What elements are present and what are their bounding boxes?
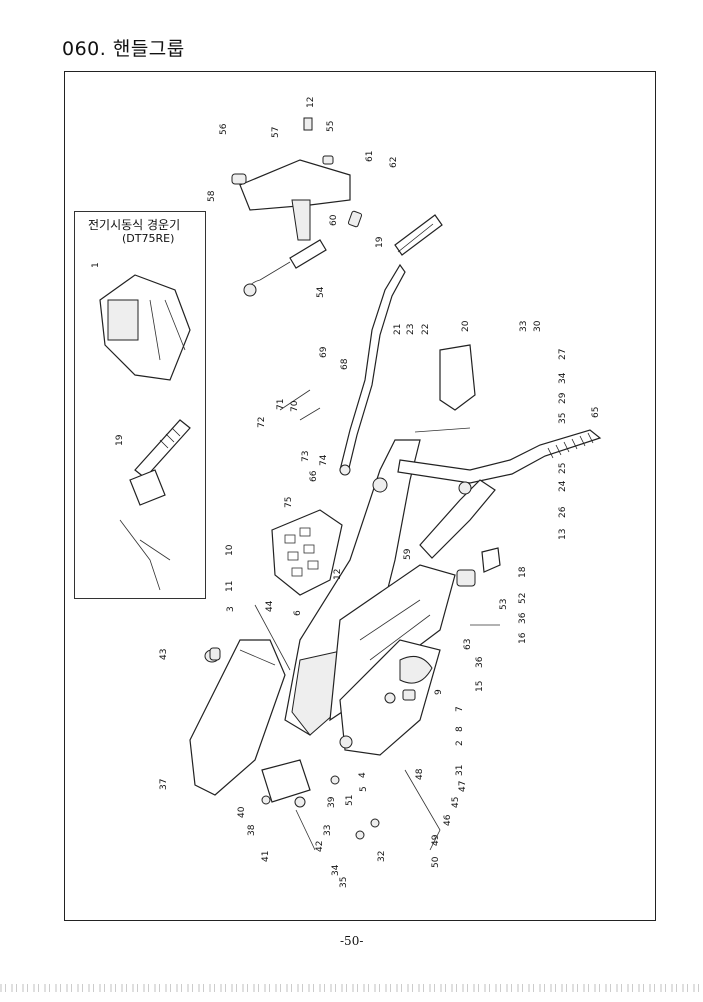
callout-label: 29 [558,392,568,404]
handle-frame-drawing [284,439,456,756]
callout-label: 66 [309,470,319,482]
callout-label: 42 [315,841,325,852]
callout-label: 33 [323,825,333,836]
callout-label: 26 [558,506,568,518]
inset-title: 전기시동식 경운기 [88,218,181,232]
handle-tube-drawing [339,214,602,559]
callout-labels: 56 57 12 55 61 62 58 60 54 19 21 23 22 2… [91,97,601,888]
callout-label: 16 [518,632,528,644]
inset-box [74,211,206,599]
callout-label: 12 [306,97,316,108]
callout-label: 34 [558,372,568,384]
callout-label: 11 [225,581,235,592]
callout-label: 30 [533,320,543,332]
callout-label: 49 [431,834,441,846]
callout-label: 23 [406,324,416,335]
callout-label: 31 [455,765,465,776]
callout-label: 32 [377,851,387,862]
callout-label: 68 [340,358,350,370]
callout-label: 44 [265,600,275,612]
callout-label: 48 [415,768,425,780]
callout-label: 54 [316,286,326,298]
callout-label: 50 [431,856,441,868]
callout-label: 21 [393,324,403,335]
callout-label: 46 [443,814,453,826]
page-number: -50- [340,934,364,948]
callout-label: 35 [339,877,349,888]
callout-label: 13 [558,529,568,540]
inset-model: (DT75RE) [122,232,175,245]
callout-label: 53 [499,599,509,610]
callout-label: 9 [434,689,444,695]
callout-label: 8 [455,726,465,732]
callout-label: 3 [226,606,236,612]
callout-label: 35 [558,413,568,424]
callout-label: 65 [591,407,601,418]
callout-label: 55 [326,121,336,132]
callout-label: 74 [319,454,329,466]
callout-label: 2 [455,740,465,746]
callout-label: 24 [558,480,568,492]
callout-label: 20 [461,320,471,332]
callout-label: 38 [247,824,257,836]
callout-label: 4 [358,772,368,778]
callout-label: 25 [558,463,568,474]
callout-label: 10 [225,544,235,556]
diagram-frame [64,71,656,921]
lower-bracket-drawing [261,759,316,851]
lever-plate-drawing [271,509,343,596]
callout-label: 45 [451,797,461,808]
inset-callout-label: 1 [91,262,101,268]
callout-label: 39 [327,796,337,808]
callout-label: 59 [403,548,413,560]
callout-label: 22 [421,324,431,335]
callout-label: 72 [257,417,267,428]
callout-label: 57 [271,127,281,138]
callout-label: 27 [558,349,568,360]
callout-label: 43 [159,649,169,660]
callout-label: 52 [518,593,528,604]
callout-label: 33 [519,321,529,332]
callout-label: 34 [331,864,341,876]
inset-callout-label: 19 [115,434,125,446]
callout-label: 75 [284,497,294,508]
callout-label: 19 [375,236,385,248]
scan-artifact [0,984,703,992]
callout-label: 36 [475,656,485,668]
callout-label: 18 [518,566,528,578]
callout-label: 58 [207,190,217,202]
rods-drawing [209,344,501,851]
callout-label: 6 [293,610,303,616]
callout-label: 73 [301,451,311,462]
top-bracket-drawing [231,117,363,297]
callout-label: 62 [389,157,399,168]
callout-label: 36 [518,612,528,624]
callout-label: 15 [475,681,485,692]
page-title: 060. 핸들그룹 [62,38,185,60]
callout-label: 41 [261,851,271,862]
inset-drawing [99,274,191,591]
callout-label: 40 [237,806,247,818]
callout-label: 70 [290,400,300,412]
callout-label: 71 [276,399,286,410]
callout-label: 60 [329,214,339,226]
callout-label: 69 [319,346,329,358]
callout-label: 12 [333,569,343,580]
callout-label: 51 [345,795,355,806]
callout-label: 37 [159,779,169,790]
callout-label: 7 [455,706,465,712]
callout-label: 47 [458,781,468,792]
callout-label: 5 [359,786,369,792]
callout-label: 63 [463,639,473,650]
callout-label: 61 [365,151,375,162]
callout-label: 56 [219,123,229,135]
